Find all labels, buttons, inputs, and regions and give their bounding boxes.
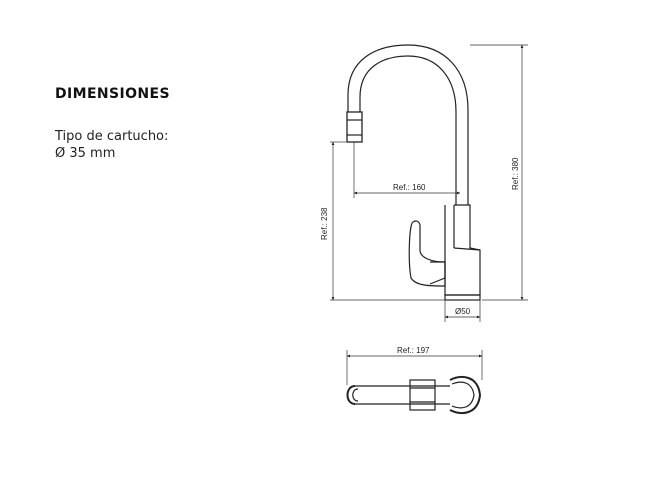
cartridge-label: Tipo de cartucho:: [55, 129, 169, 144]
spout-inner-line: [359, 55, 457, 205]
dimension-label-top-length: Ref.: 197: [397, 346, 430, 355]
base-flange: [444, 294, 481, 301]
top-spout: [355, 385, 450, 405]
cartridge-value: Ø 35 mm: [55, 146, 116, 161]
dimension-label-reach: Ref.: 160: [393, 183, 426, 192]
top-body: [449, 376, 482, 414]
aerator: [346, 111, 363, 143]
spout-outer-line: [347, 44, 469, 205]
top-lever: [409, 379, 436, 411]
dimension-label-base-diameter: Ø50: [455, 307, 471, 316]
dimension-line-top-view: [346, 350, 483, 385]
dimension-label-spout-height: Ref.: 238: [320, 207, 329, 240]
page-title: DIMENSIONES: [55, 86, 170, 102]
dimension-label-total-height: Ref.: 380: [511, 157, 520, 190]
faucet-top-view: [346, 376, 482, 414]
cartridge-info: Tipo de cartucho: Ø 35 mm: [55, 128, 168, 162]
faucet-side-view: [346, 44, 481, 301]
dimension-lines: [330, 44, 528, 322]
lever-handle: [408, 220, 446, 287]
